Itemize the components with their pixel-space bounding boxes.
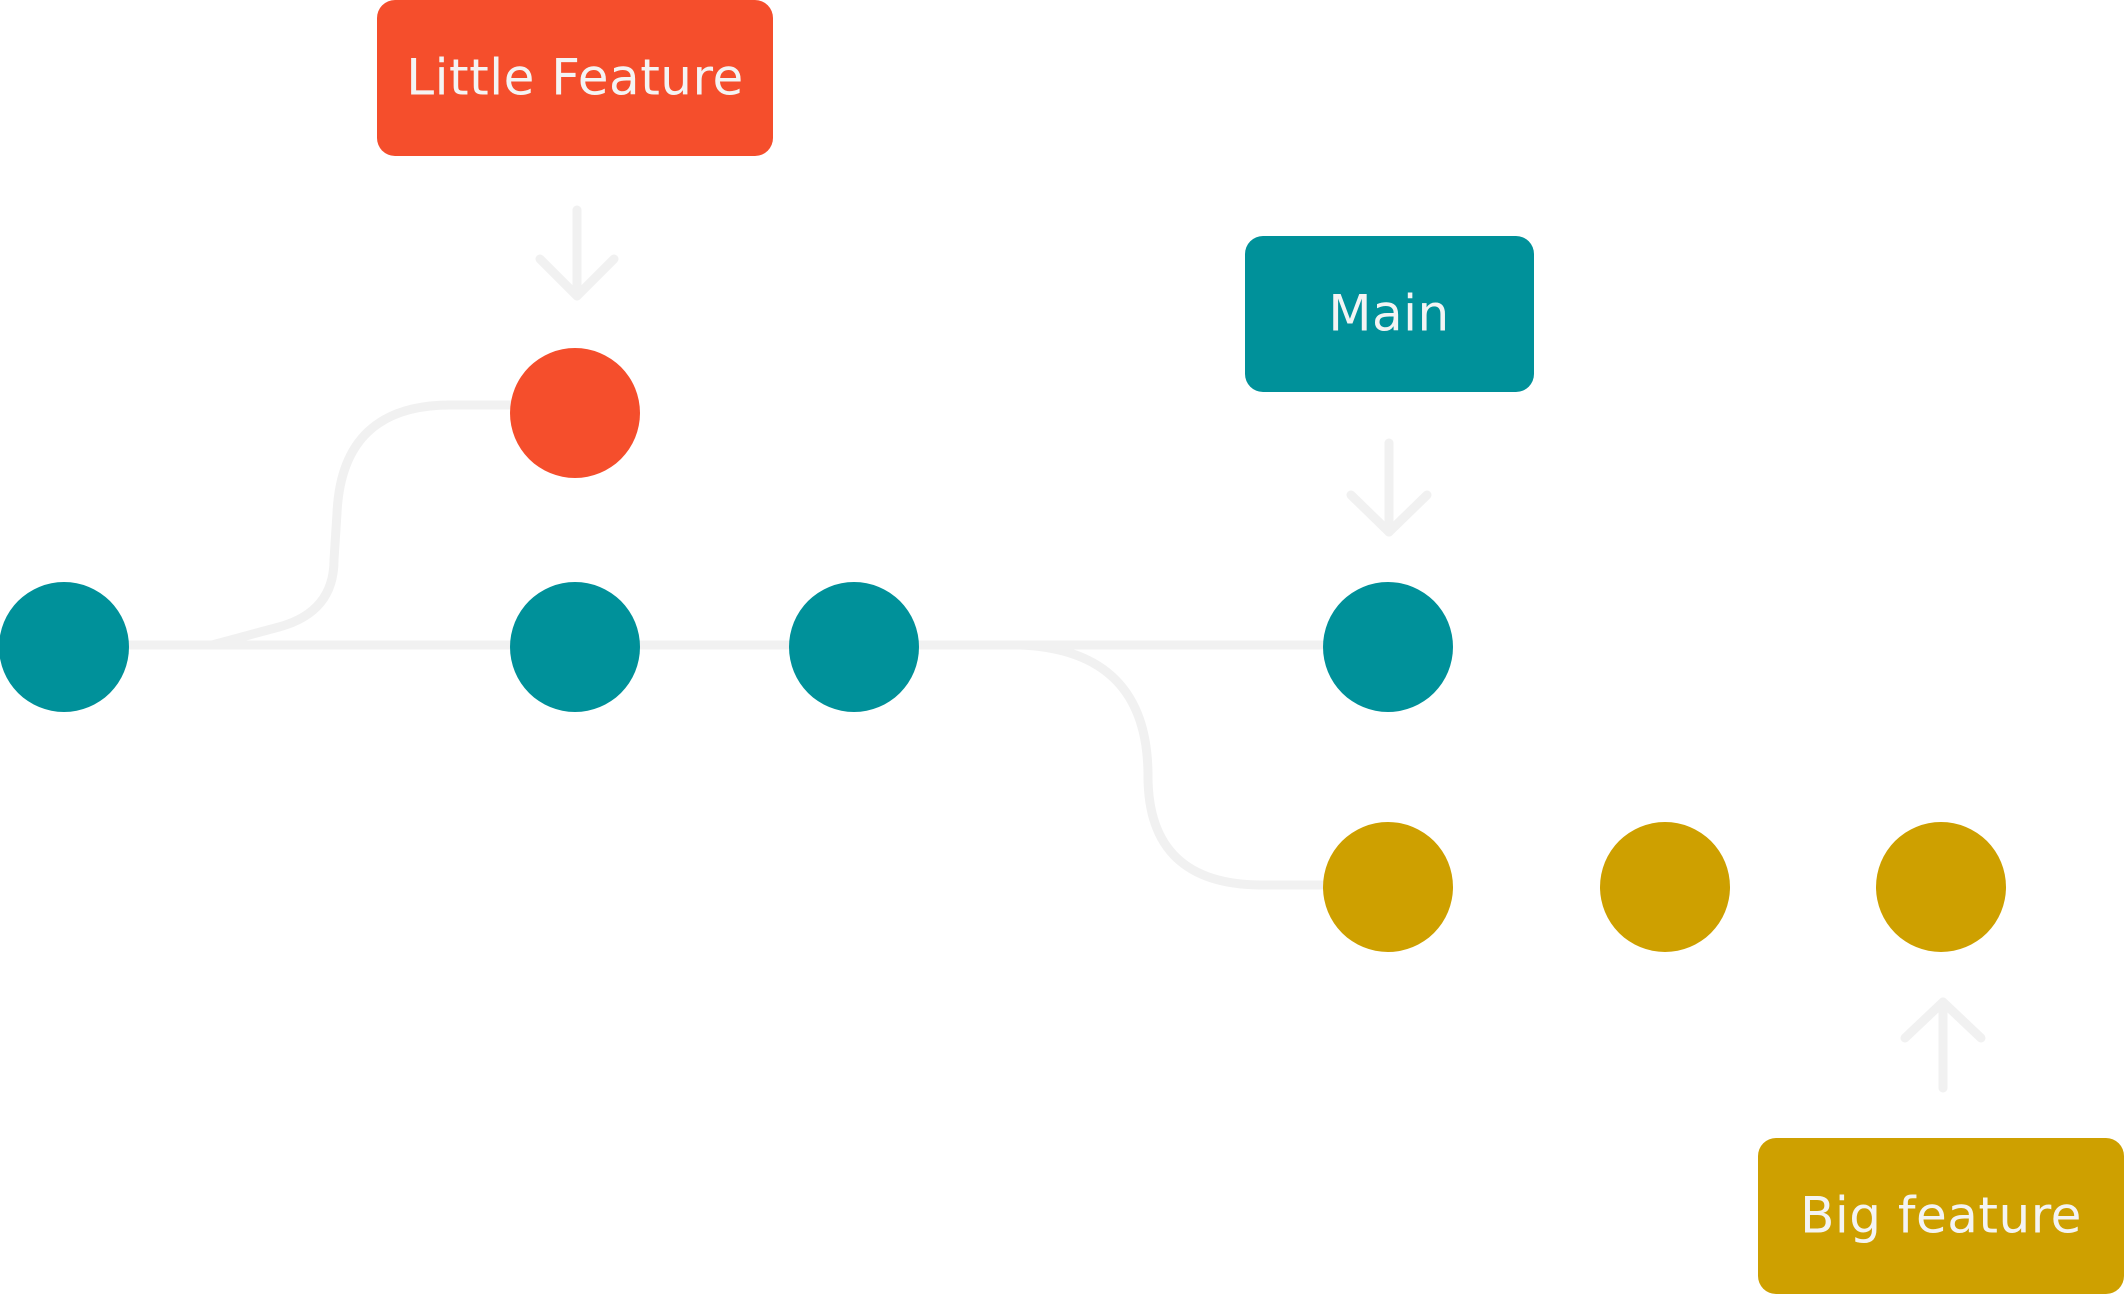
big-feature-label[interactable]: Big feature (1758, 1138, 2124, 1294)
arrow-up-icon (1900, 997, 1986, 1093)
big-feature-commit[interactable] (1600, 822, 1730, 952)
main-commit[interactable] (1323, 582, 1453, 712)
connectors (125, 400, 1327, 890)
big-feature-commit[interactable] (1876, 822, 2006, 952)
main-commit[interactable] (510, 582, 640, 712)
main-commit[interactable] (0, 582, 129, 712)
big-feature-branch-line (1015, 640, 1327, 890)
commits (0, 348, 2006, 952)
little-feature-branch-line (207, 400, 517, 650)
arrow-down-icon (1346, 438, 1432, 537)
arrow-down-icon (535, 205, 619, 301)
big-feature-label-text: Big feature (1800, 1187, 2082, 1245)
pointer-arrows (535, 205, 1986, 1093)
big-feature-commit[interactable] (1323, 822, 1453, 952)
little-feature-commit[interactable] (510, 348, 640, 478)
main-label-text: Main (1328, 285, 1449, 343)
main-commit[interactable] (789, 582, 919, 712)
main-label[interactable]: Main (1245, 236, 1534, 392)
little-feature-label-text: Little Feature (406, 49, 743, 107)
little-feature-label[interactable]: Little Feature (377, 0, 773, 156)
